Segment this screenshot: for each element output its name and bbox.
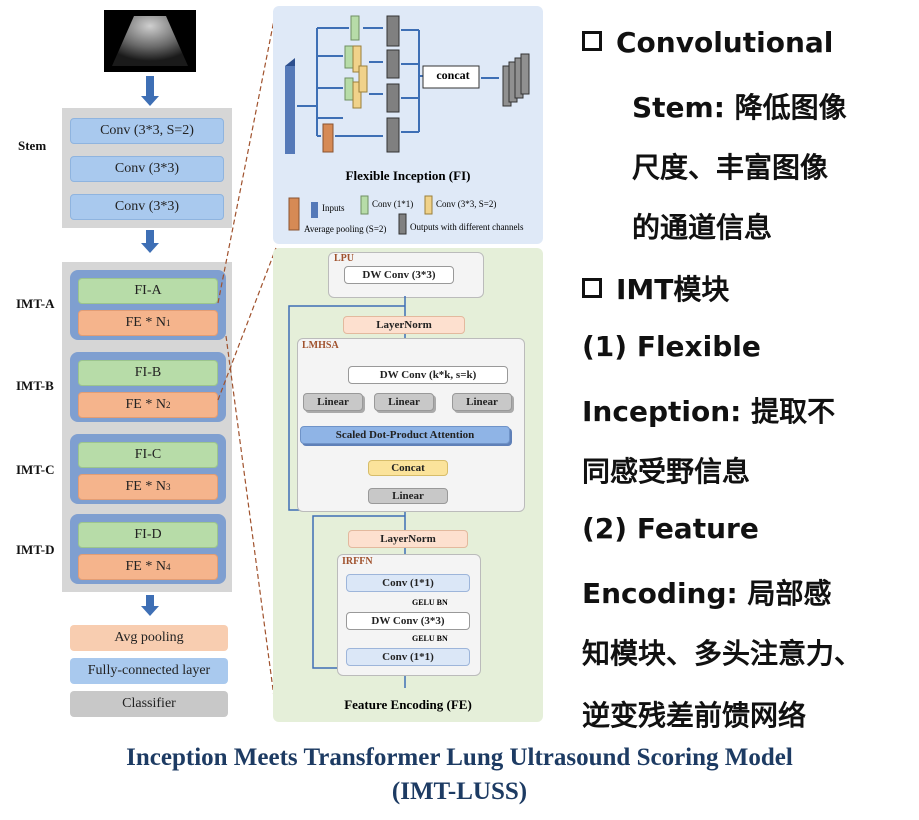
ffn-conv2-box: Conv (1*1) <box>346 648 470 666</box>
right-line: 知模块、多头注意力、 <box>582 637 863 670</box>
right-line: Convolutional <box>582 26 833 59</box>
fe-subscript: 4 <box>165 562 171 572</box>
stem-conv-box: Conv (3*3) <box>70 156 224 182</box>
fi-concat-label: concat <box>436 68 470 82</box>
fi-box: FI-B <box>78 360 218 386</box>
flow-arrow <box>146 76 154 98</box>
legend-conv11: Conv (1*1) <box>372 199 414 209</box>
legend-inputs: Inputs <box>322 203 345 213</box>
right-line: 的通道信息 <box>632 211 773 244</box>
right-line: 逆变残差前馈网络 <box>582 699 807 732</box>
fi-box: FI-A <box>78 278 218 304</box>
right-line: (1) Flexible <box>582 330 761 363</box>
fe-label: FE * N <box>125 559 166 574</box>
fi-box: FI-C <box>78 442 218 468</box>
fe-panel-title: Feature Encoding (FE) <box>344 697 472 712</box>
linear-k-box: Linear <box>374 393 434 411</box>
lpu-conv-box: DW Conv (3*3) <box>344 266 454 284</box>
ffn-dw-box: DW Conv (3*3) <box>346 612 470 630</box>
ffn-gelu1: GELU BN <box>412 598 448 607</box>
legend-conv33: Conv (3*3, S=2) <box>436 199 497 209</box>
fi-box: FI-D <box>78 522 218 548</box>
right-line: (2) Feature <box>582 512 759 545</box>
imt-label: IMT-B <box>16 378 54 393</box>
right-line-text: Convolutional <box>616 26 834 59</box>
imt-label: IMT-D <box>16 542 55 557</box>
fe-subscript: 2 <box>165 400 171 410</box>
flow-arrow <box>146 230 154 244</box>
bullet-square-icon <box>582 278 602 298</box>
layernorm-box: LayerNorm <box>343 316 465 334</box>
flow-arrow-head <box>141 606 159 616</box>
attention-box: Scaled Dot-Product Attention <box>300 426 510 444</box>
dw-conv-k-box: DW Conv (k*k, s=k) <box>348 366 508 384</box>
linear-q-box: Linear <box>303 393 363 411</box>
legend-outputs: Outputs with different channels <box>410 222 524 232</box>
fe-label: FE * N <box>125 397 166 412</box>
fi-panel-title: Flexible Inception (FI) <box>345 168 471 183</box>
concat-box: Concat <box>368 460 448 476</box>
right-line: IMT模块 <box>582 268 729 308</box>
ultrasound-fan <box>112 16 188 66</box>
ffn-gelu2: GELU BN <box>412 634 448 643</box>
right-line: Stem: 降低图像 <box>632 91 847 124</box>
fi-diagram <box>285 15 530 235</box>
stem-conv-box: Conv (3*3) <box>70 194 224 220</box>
linear-v-box: Linear <box>452 393 512 411</box>
legend-avgpool: Average pooling (S=2) <box>304 224 387 234</box>
lmhsa-block <box>297 338 525 512</box>
classifier-box: Classifier <box>70 691 228 717</box>
avg-pooling-box: Avg pooling <box>70 625 228 651</box>
stem-label: Stem <box>18 138 47 153</box>
ffn-conv1-box: Conv (1*1) <box>346 574 470 592</box>
right-line-text: IMT模块 <box>616 273 730 306</box>
right-line: Encoding: 局部感 <box>582 577 832 610</box>
imt-label: IMT-A <box>16 296 55 311</box>
fully-connected-box: Fully-connected layer <box>70 658 228 684</box>
layernorm-box: LayerNorm <box>348 530 468 548</box>
right-line: 尺度、丰富图像 <box>632 151 829 184</box>
fe-subscript: 1 <box>165 318 171 328</box>
caption-line1: Inception Meets Transformer Lung Ultraso… <box>126 744 793 771</box>
linear-out-box: Linear <box>368 488 448 504</box>
flow-arrow <box>146 595 154 607</box>
flow-arrow-head <box>141 96 159 106</box>
imt-label: IMT-C <box>16 462 55 477</box>
ultrasound-image <box>104 10 196 72</box>
fe-label: FE * N <box>125 479 166 494</box>
lpu-label: LPU <box>334 253 354 264</box>
lmhsa-label: LMHSA <box>302 340 339 351</box>
irffn-label: IRFFN <box>342 556 373 567</box>
flow-arrow-head <box>141 243 159 253</box>
caption-line2: (IMT-LUSS) <box>391 778 528 805</box>
bullet-square-icon <box>582 31 602 51</box>
fe-subscript: 3 <box>165 482 171 492</box>
right-line: 同感受野信息 <box>582 455 751 488</box>
stem-conv-box: Conv (3*3, S=2) <box>70 118 224 144</box>
right-line: Inception: 提取不 <box>582 395 836 428</box>
fe-label: FE * N <box>125 315 166 330</box>
